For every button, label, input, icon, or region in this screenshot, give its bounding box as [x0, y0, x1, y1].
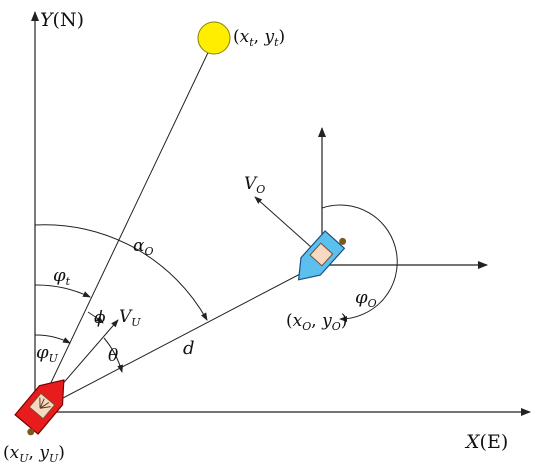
usv-cabin: [28, 392, 56, 420]
target-point: [197, 21, 231, 55]
phi-u-label: φU: [36, 342, 59, 365]
phi-o-arc: [321, 204, 398, 323]
phi-u-arc: [34, 334, 71, 344]
theta-label: θ: [108, 346, 118, 366]
v-u-label: VU: [119, 307, 141, 329]
usv-vessel: [14, 379, 65, 436]
obstacle-vessel: [297, 230, 347, 281]
obstacle-propeller: [339, 237, 347, 245]
alpha-o-arc: [34, 224, 208, 321]
y-axis-label: Y(N): [40, 9, 84, 31]
obstacle-coordinate-label: (xO, yO): [286, 311, 347, 333]
usv-coordinate-label: (xU, yU): [3, 443, 65, 465]
obstacle-velocity-vector: [254, 196, 321, 256]
phi-small-label: ϕ: [94, 308, 106, 328]
phi-t-arc: [34, 284, 91, 298]
distance-d-label: d: [183, 338, 195, 359]
target-coordinate-label: (xt, yt): [233, 27, 285, 49]
line-to-obstacle-d: [39, 260, 326, 411]
alpha-o-label: αO: [133, 236, 154, 258]
x-axis-label: X(E): [464, 431, 508, 453]
phi-o-label: φO: [355, 287, 377, 310]
phi-t-label: φt: [53, 265, 71, 288]
obstacle-cabin: [309, 242, 334, 267]
v-o-label: VO: [244, 174, 265, 196]
phi-small-arc: [87, 311, 104, 324]
usv-sensor-fan: [39, 397, 51, 409]
line-to-target: [37, 39, 215, 411]
usv-propeller: [27, 428, 35, 436]
theta-arc: [103, 337, 124, 373]
